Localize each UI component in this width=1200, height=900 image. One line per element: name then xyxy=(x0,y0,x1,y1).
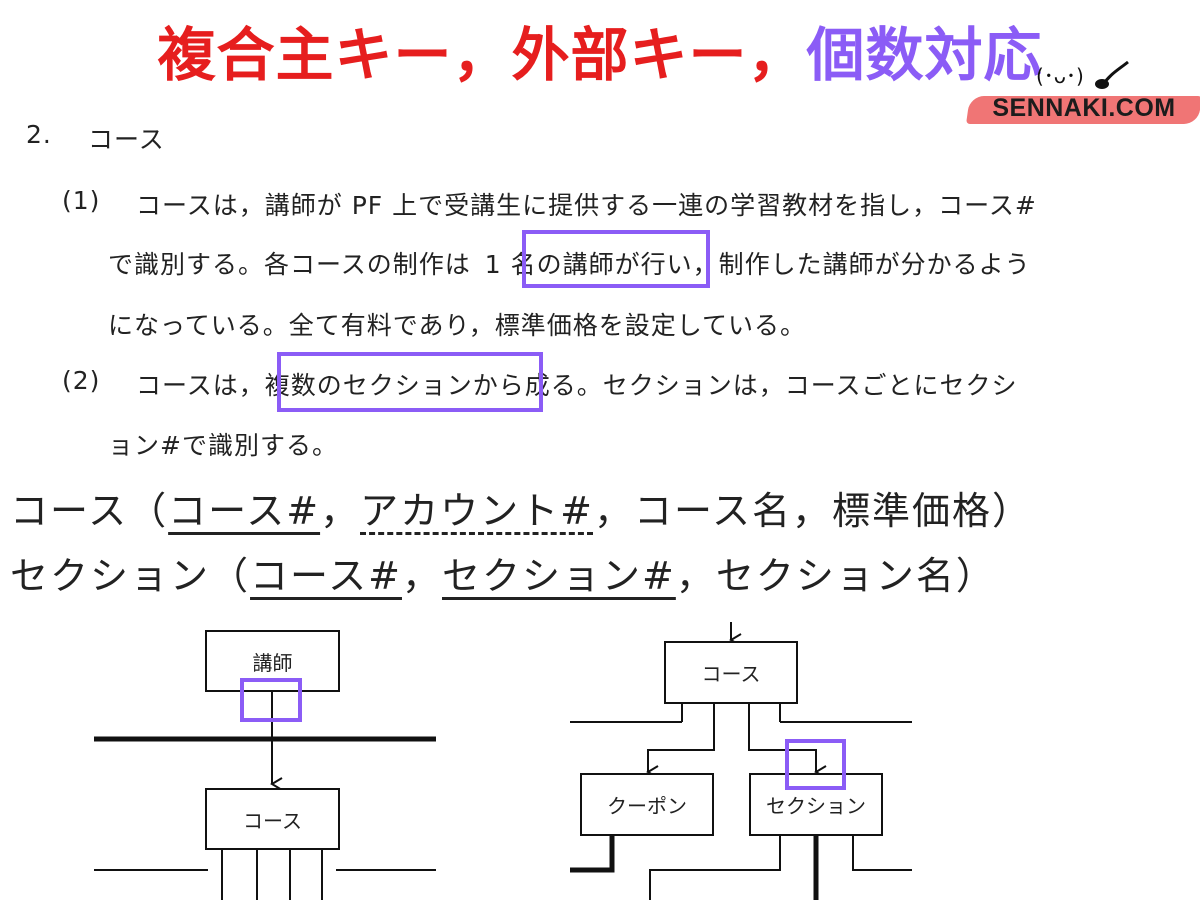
title-main: 複合主キー，外部キー， xyxy=(157,21,807,89)
relation-section-pk2: セクション# xyxy=(442,554,676,598)
para1-highlight-text: 1 名の講師 xyxy=(484,250,615,279)
right-arrow-to-coupon xyxy=(646,703,715,779)
para2-number: (2) xyxy=(62,366,101,395)
relation-course-sep2: ， xyxy=(593,489,634,533)
relation-section-sep1: ， xyxy=(401,554,442,598)
relation-course-sep1: ， xyxy=(320,489,361,533)
brush-icon xyxy=(1095,60,1129,89)
section-title: コース xyxy=(88,125,165,154)
right-thick-elbow xyxy=(570,835,615,873)
para1-line1: コースは，講師が PF 上で受講生に提供する一連の学習教材を指し，コース# xyxy=(136,191,1037,220)
relation-section-rest: セクション名） xyxy=(715,554,996,598)
title-highlight: 個数対応 xyxy=(806,21,1043,89)
page-title: 複合主キー，外部キー，個数対応 xyxy=(0,8,1200,92)
relation-course-rest: コース名，標準価格） xyxy=(633,489,1033,533)
para2-line1-a: コースは， xyxy=(136,371,265,400)
relation-section-pk1: コース# xyxy=(250,554,402,598)
brand-label: SENNAKI.COM xyxy=(992,94,1176,122)
para1-line2: で識別する。各コースの制作は 1 名の講師が行い，制作した講師が分かるよう xyxy=(108,245,1031,281)
para1-number: (1) xyxy=(62,186,101,215)
para2-highlight-text: 複数のセクション xyxy=(264,371,473,400)
highlight-box-one-instructor xyxy=(522,230,710,288)
highlight-box-one-end xyxy=(240,678,302,722)
section-number: 2. xyxy=(26,120,52,149)
relation-section-sep2: ， xyxy=(675,554,716,598)
para2-line1-c: から成る。セクションは，コースごとにセクシ xyxy=(472,371,1018,400)
relation-section: セクション（コース#，セクション#，セクション名） xyxy=(10,545,996,600)
mascot-face: (･ᴗ･) xyxy=(1036,64,1084,88)
relation-course: コース（コース#，アカウント#，コース名，標準価格） xyxy=(10,480,1032,535)
brand-badge[interactable]: SENNAKI.COM xyxy=(966,92,1200,128)
mascot-doodle: (･ᴗ･) xyxy=(1032,56,1132,96)
highlight-box-multiple-sections xyxy=(277,352,543,412)
relation-course-name: コース xyxy=(10,489,129,533)
para1-line3: になっている。全て有料であり，標準価格を設定している。 xyxy=(108,311,807,340)
para1-line2-c: が行い，制作した講師が分かるよう xyxy=(614,250,1031,279)
para2-line2: ョン#で識別する。 xyxy=(108,431,338,460)
entity-course-left: コース xyxy=(205,788,340,850)
right-arrow-to-section xyxy=(748,703,827,779)
relation-course-fk: アカウント# xyxy=(360,489,594,533)
entity-section: セクション xyxy=(749,773,883,836)
right-elbow-b xyxy=(649,835,781,900)
highlight-box-many-end xyxy=(785,739,846,790)
entity-coupon: クーポン xyxy=(580,773,714,836)
relation-section-open: （ xyxy=(210,554,251,598)
para2-line1: コースは，複数のセクションから成る。セクションは，コースごとにセクシ xyxy=(136,366,1018,402)
entity-course-right: コース xyxy=(664,641,798,704)
relation-course-pk: コース# xyxy=(168,489,321,533)
para1-line2-a: で識別する。各コースの制作は xyxy=(108,250,471,279)
relation-section-name: セクション xyxy=(10,554,211,598)
right-elbow-c xyxy=(852,835,912,871)
relation-course-open: （ xyxy=(128,489,169,533)
